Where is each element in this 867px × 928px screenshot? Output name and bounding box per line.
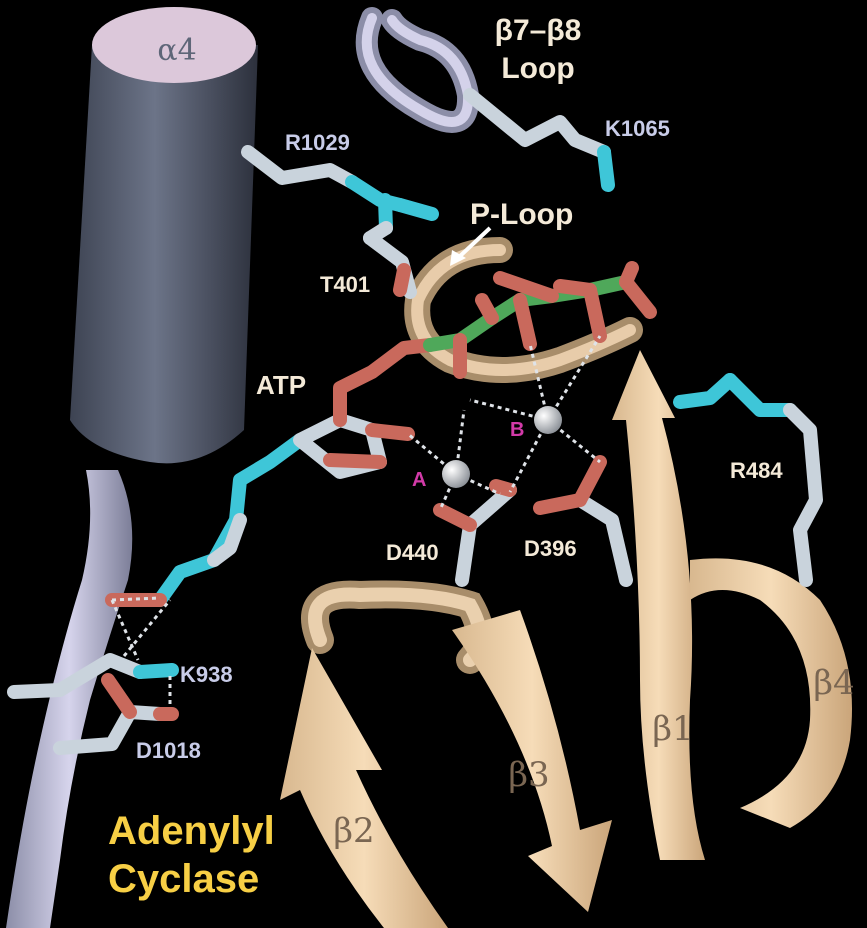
residue-label-D1018: D1018 bbox=[136, 738, 201, 763]
p-loop-label: P-Loop bbox=[470, 198, 573, 231]
residue-K1065-sticks bbox=[470, 95, 608, 185]
residue-label-R484: R484 bbox=[730, 458, 783, 483]
residue-label-R1029: R1029 bbox=[285, 130, 350, 155]
beta1-label: β1 bbox=[652, 709, 693, 749]
title-line-2: Cyclase bbox=[108, 857, 259, 901]
beta2-strand bbox=[280, 648, 448, 928]
beta1-strand bbox=[612, 350, 705, 860]
alpha4-label: α4 bbox=[157, 33, 196, 68]
structure-labels: α4 β7–β8 Loop P-Loop ATP β1 β2 β3 β4 bbox=[157, 14, 854, 851]
metal-label-A: A bbox=[412, 469, 426, 491]
residue-D440-sticks bbox=[440, 486, 510, 580]
residue-label-D440: D440 bbox=[386, 540, 439, 565]
metal-label-B: B bbox=[510, 419, 524, 441]
metal-ion-A bbox=[442, 460, 470, 488]
alpha4-helix bbox=[70, 7, 258, 463]
strand-connector-coil bbox=[315, 594, 480, 660]
residue-label-D396: D396 bbox=[524, 536, 577, 561]
beta4-label: β4 bbox=[813, 663, 854, 703]
atp-label: ATP bbox=[256, 370, 306, 400]
beta3-label: β3 bbox=[508, 755, 549, 795]
beta2-label: β2 bbox=[333, 811, 374, 851]
metal-ion-B bbox=[534, 406, 562, 434]
figure-title: Adenylyl Cyclase bbox=[108, 809, 275, 901]
residue-R1029-sticks bbox=[248, 152, 432, 238]
residue-label-T401: T401 bbox=[320, 272, 370, 297]
loop-label: Loop bbox=[501, 52, 574, 85]
title-line-1: Adenylyl bbox=[108, 809, 275, 853]
residue-T401-sticks bbox=[370, 238, 410, 292]
beta7-beta8-label: β7–β8 bbox=[495, 14, 582, 47]
residue-D396-sticks bbox=[540, 462, 626, 580]
beta7-beta8-loop-ribbon bbox=[367, 18, 468, 122]
residue-label-K1065: K1065 bbox=[605, 116, 670, 141]
residue-label-K938: K938 bbox=[180, 662, 233, 687]
